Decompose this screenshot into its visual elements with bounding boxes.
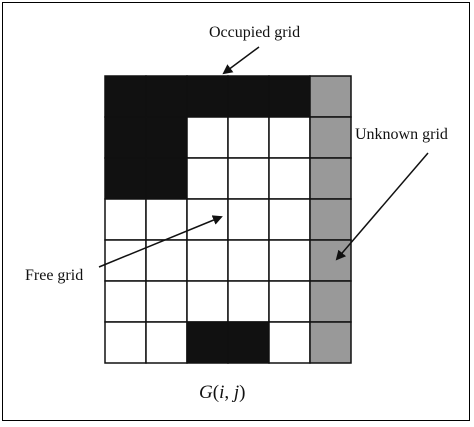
occupied-grid-label: Occupied grid <box>209 24 300 41</box>
grid-cell-free <box>268 280 311 323</box>
grid-cell-free <box>104 321 147 364</box>
grid-cell-unknown <box>309 280 352 323</box>
grid-cell-free <box>104 280 147 323</box>
caption-comma: , <box>224 382 234 403</box>
grid-cell-free <box>268 239 311 282</box>
free-grid-arrow <box>98 215 223 268</box>
grid-cell-free <box>227 198 270 241</box>
grid-cell-free <box>227 157 270 200</box>
grid-cell-free <box>186 157 229 200</box>
free-grid-label: Free grid <box>25 267 83 284</box>
grid-cell-free <box>268 157 311 200</box>
grid-cell-free <box>104 239 147 282</box>
grid-cell-occupied <box>145 75 188 118</box>
grid-cell-occupied <box>268 75 311 118</box>
grid-cell-occupied <box>227 321 270 364</box>
caption-func: G <box>199 382 213 403</box>
grid-cell-unknown <box>309 75 352 118</box>
grid-cell-free <box>268 116 311 159</box>
grid-cell-occupied <box>104 75 147 118</box>
grid-cell-free <box>145 198 188 241</box>
caption-open: ( <box>213 382 219 403</box>
caption-close: ) <box>239 382 245 403</box>
grid-cell-free <box>227 239 270 282</box>
grid-cell-free <box>145 321 188 364</box>
grid-cell-free <box>186 116 229 159</box>
grid-cell-free <box>186 280 229 323</box>
grid-function-caption: G(i, j) <box>199 382 245 403</box>
grid-cell-free <box>145 239 188 282</box>
diagram-frame: Occupied grid Unknown grid Free grid G(i… <box>2 2 470 421</box>
grid-cell-free <box>268 321 311 364</box>
grid-cell-unknown <box>309 157 352 200</box>
grid-cell-occupied <box>104 157 147 200</box>
grid-cell-free <box>227 280 270 323</box>
grid-cell-free <box>268 198 311 241</box>
grid-cell-occupied <box>186 75 229 118</box>
grid-cell-occupied <box>104 116 147 159</box>
grid-cell-free <box>104 198 147 241</box>
occupied-grid-arrow <box>222 46 260 75</box>
unknown-grid-label: Unknown grid <box>355 126 448 143</box>
grid-cell-free <box>145 280 188 323</box>
occupancy-grid-diagram: Occupied grid Unknown grid Free grid G(i… <box>25 24 448 403</box>
grid-cell-unknown <box>309 321 352 364</box>
grid-cell-free <box>186 198 229 241</box>
grid-cell-occupied <box>186 321 229 364</box>
grid-cells <box>104 75 352 364</box>
caption-i: i <box>219 382 224 403</box>
unknown-grid-arrow <box>335 152 429 261</box>
grid-cell-unknown <box>309 198 352 241</box>
grid-cell-occupied <box>145 116 188 159</box>
caption-j: j <box>231 382 239 403</box>
grid-cell-free <box>186 239 229 282</box>
grid-cell-unknown <box>309 239 352 282</box>
grid-cell-occupied <box>145 157 188 200</box>
grid-cell-occupied <box>227 75 270 118</box>
grid-cell-unknown <box>309 116 352 159</box>
grid-cell-free <box>227 116 270 159</box>
